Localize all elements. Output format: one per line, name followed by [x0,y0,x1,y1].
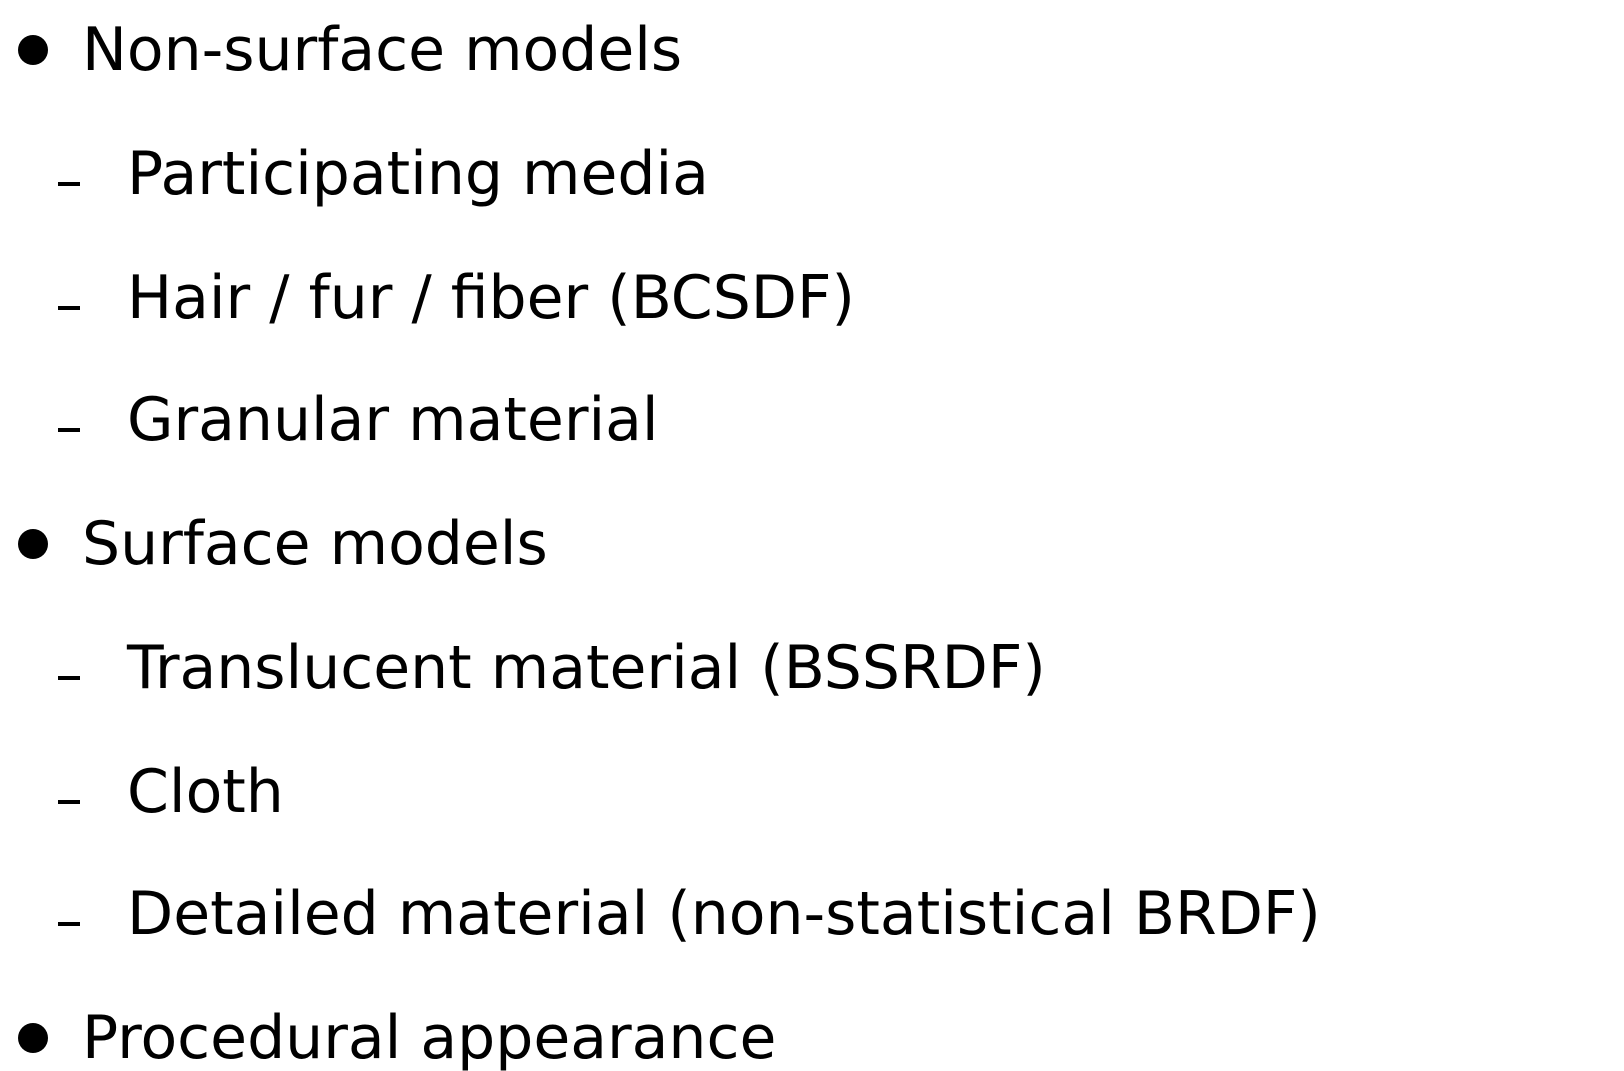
bullet-dot-icon [18,1023,48,1053]
bullet-dot-icon [18,35,48,65]
dash-icon [58,306,80,310]
dash-icon [58,182,80,186]
sub-item-label: Hair / fur / fiber (BCSDF) [127,263,855,333]
dash-icon [58,676,80,680]
sub-item-label: Granular material [127,385,659,455]
sub-item-label: Participating media [127,139,709,209]
bullet-label: Procedural appearance [82,1003,777,1071]
sub-item-label: Detailed material (non-statistical BRDF) [127,879,1321,949]
sub-item-label: Translucent material (BSSRDF) [127,633,1046,703]
bullet-label: Surface models [82,509,548,579]
dash-icon [58,922,80,926]
sub-item-label: Cloth [127,757,284,827]
bullet-label: Non-surface models [82,15,683,85]
dash-icon [58,800,80,804]
dash-icon [58,428,80,432]
bullet-dot-icon [18,529,48,559]
